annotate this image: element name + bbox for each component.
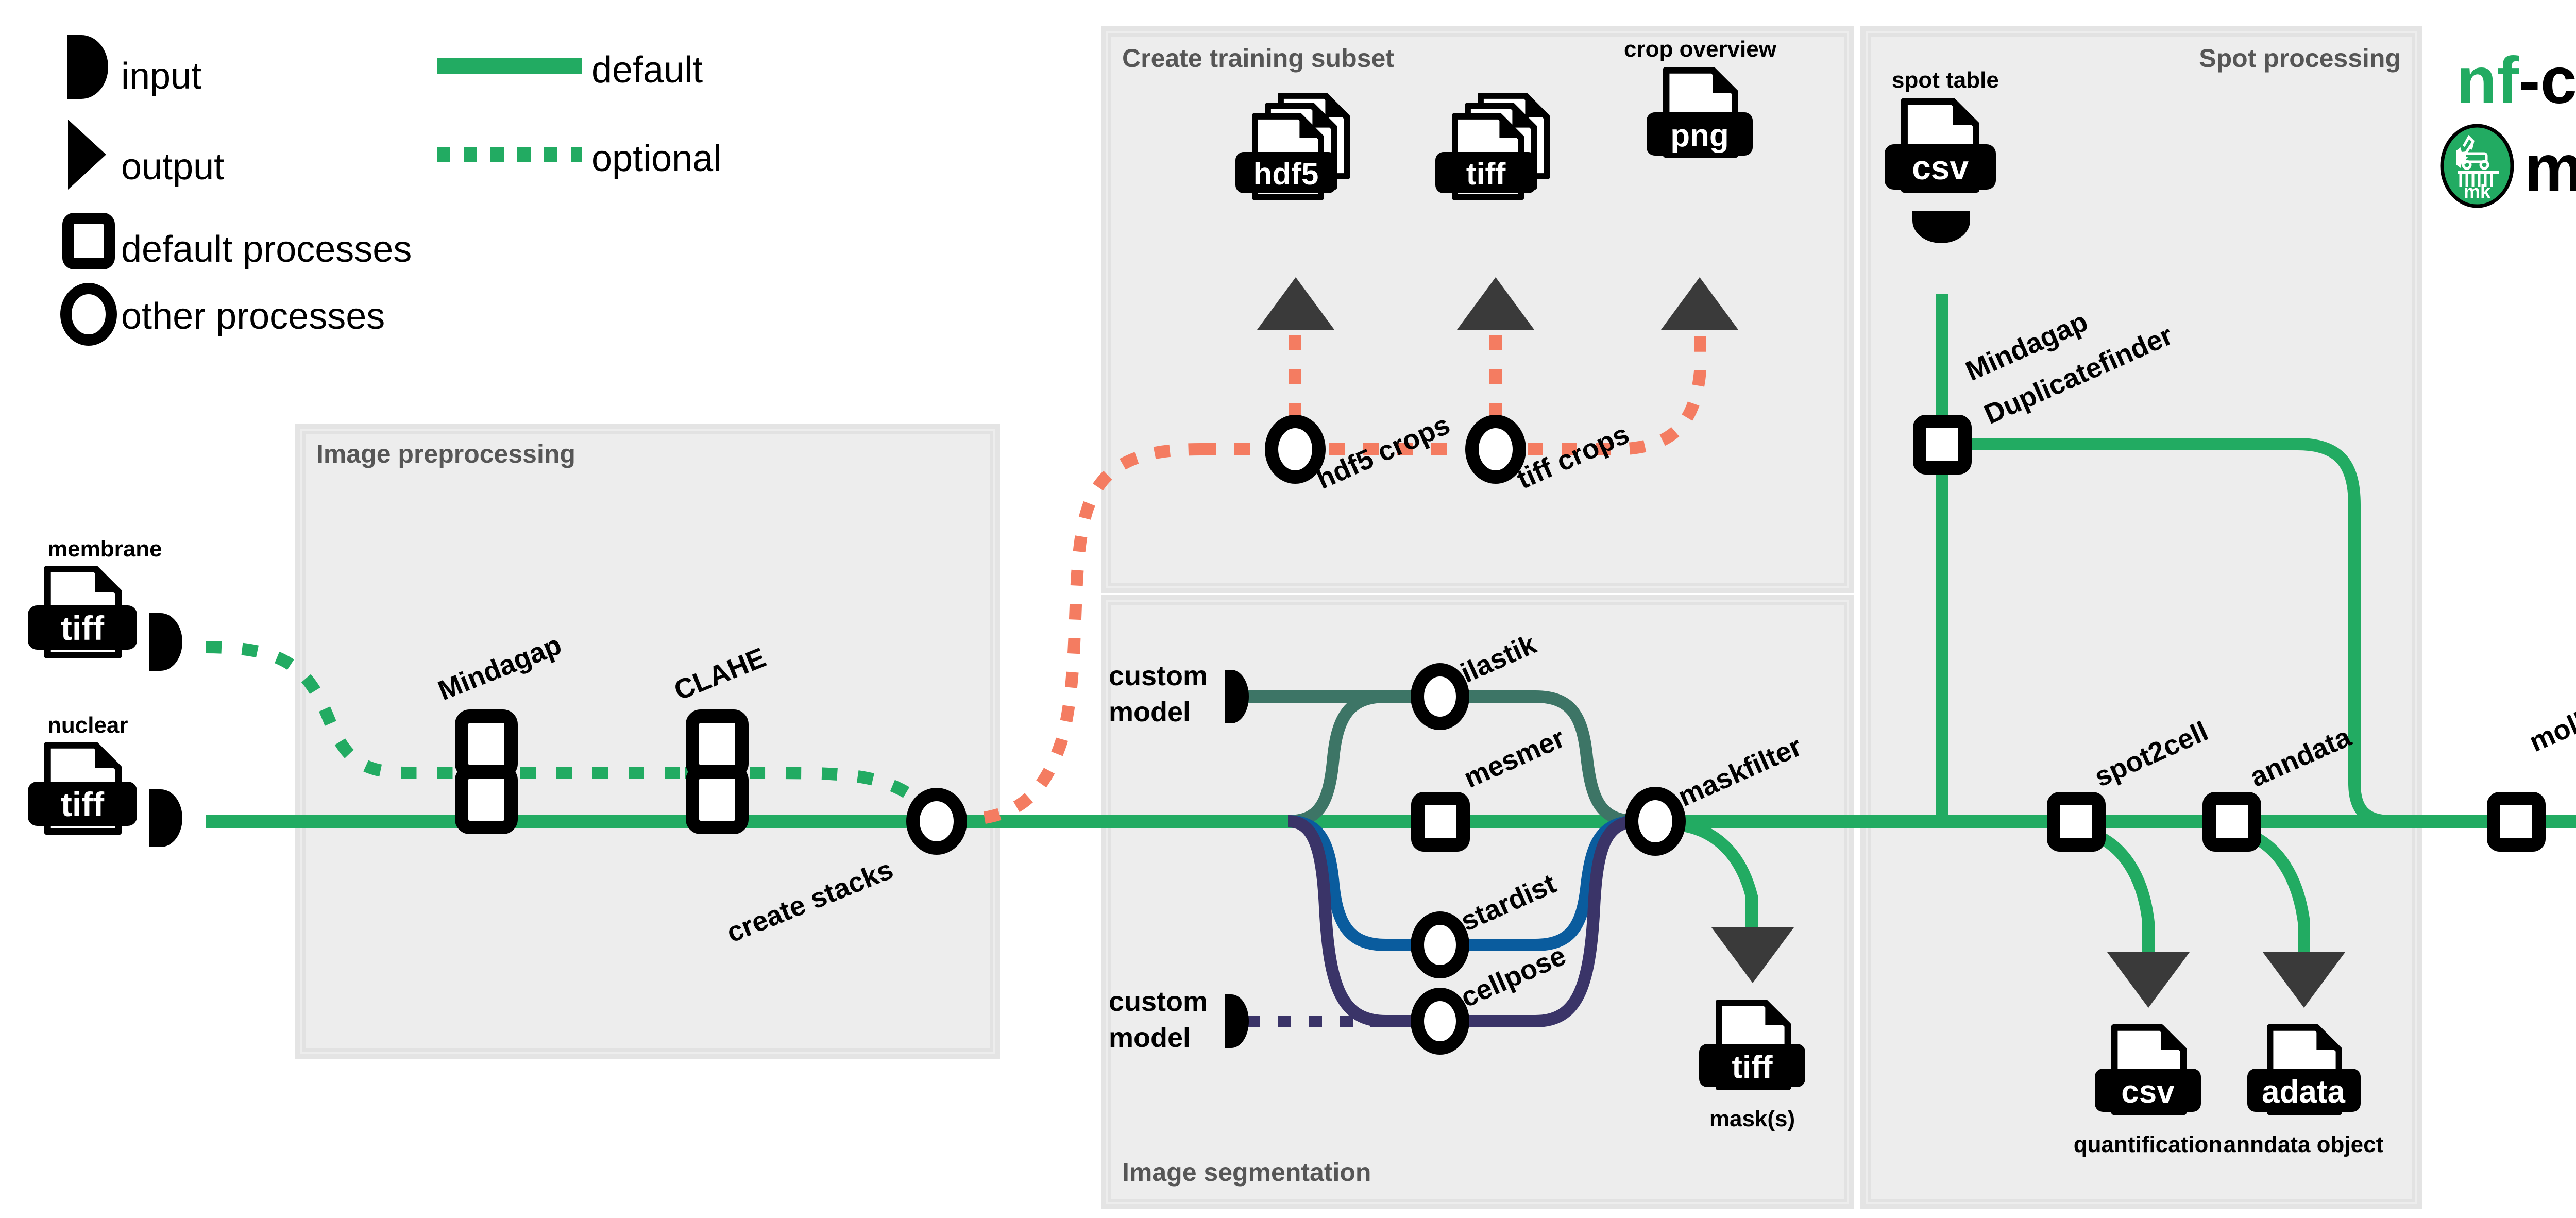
input-caption-custom-model-cellpose-line1: custom xyxy=(1109,986,1208,1017)
output-ext-crop-overview: png xyxy=(1670,118,1729,154)
input-caption-spot-table: spot table xyxy=(1892,67,1999,93)
output-ext-quantification: csv xyxy=(2121,1074,2175,1110)
input-ext-membrane: tiff xyxy=(61,609,105,647)
output-arrow-tiff-crops xyxy=(1457,277,1534,330)
input-connector-nuclear xyxy=(149,789,182,847)
input-caption-custom-model-ilastik-line2: model xyxy=(1109,697,1191,728)
input-shape-icon xyxy=(67,35,108,99)
legend-label-default-processes: default processes xyxy=(121,229,412,270)
legend-label-default-line: default xyxy=(591,49,703,91)
input-connector-custom-model-cellpose xyxy=(1225,994,1249,1048)
edge-tiffcrops-to-png xyxy=(1528,330,1706,455)
input-ext-spot-table: csv xyxy=(1912,148,1969,187)
input-connector-custom-model-ilastik xyxy=(1225,670,1249,723)
legend-label-other-processes: other processes xyxy=(121,296,385,337)
output-ext-hdf5: hdf5 xyxy=(1253,157,1319,191)
edge-cellpose xyxy=(1247,815,1639,1027)
panel-title: Image preprocessing xyxy=(316,439,575,468)
edge-duplicatefinder-branch xyxy=(1972,438,2391,827)
input-connector-spot-table xyxy=(1912,211,1970,243)
legend-label-input: input xyxy=(121,56,201,97)
logo-org-prefix: nf xyxy=(2456,44,2519,117)
output-caption-crop-overview: crop overview xyxy=(1624,37,1777,62)
legend: input output default processes other pro… xyxy=(60,35,721,346)
edge-maskfilter-to-mask xyxy=(1673,818,1758,927)
lawnmower-icon: mk xyxy=(2440,124,2514,208)
input-custom-model-ilastik: custom model xyxy=(1109,661,1249,728)
output-caption-quantification: quantification xyxy=(2074,1132,2222,1157)
output-file-crop-overview: crop overview png xyxy=(1624,37,1777,156)
output-file-tiff-crops: tiff xyxy=(1435,96,1547,197)
input-caption-nuclear: nuclear xyxy=(47,713,128,738)
output-file-anndata-object: adata anndata object xyxy=(2224,1027,2384,1157)
input-ext-nuclear: tiff xyxy=(61,785,105,823)
edge-create-stacks-to-crops xyxy=(950,443,1262,826)
output-file-hdf5: hdf5 xyxy=(1235,96,1347,197)
logo-nf-core-molkart: nf -core/ mk molkart xyxy=(2440,44,2576,208)
panel-image-preprocessing: Image preprocessing xyxy=(295,424,1000,1059)
legend-label-optional-line: optional xyxy=(591,138,721,179)
output-ext-masks: tiff xyxy=(1732,1050,1773,1085)
output-arrow-icon xyxy=(68,120,106,190)
output-arrow-masks xyxy=(1711,927,1794,983)
input-connector-membrane xyxy=(149,613,182,671)
output-caption-anndata-object: anndata object xyxy=(2224,1132,2384,1157)
output-arrow-anndata-object xyxy=(2263,952,2345,1008)
input-file-membrane: membrane tiff xyxy=(28,536,182,671)
output-ext-tiff-crops: tiff xyxy=(1466,157,1506,191)
input-file-spot-table: spot table csv xyxy=(1885,67,1999,243)
output-ext-anndata-object: adata xyxy=(2262,1074,2345,1110)
output-arrow-quantification xyxy=(2107,952,2190,1008)
panel-title: Spot processing xyxy=(2199,44,2401,73)
input-caption-custom-model-ilastik-line1: custom xyxy=(1109,661,1208,691)
input-custom-model-cellpose: custom model xyxy=(1109,986,1249,1053)
circle-shape-icon xyxy=(60,283,117,346)
input-caption-custom-model-cellpose-line2: model xyxy=(1109,1022,1191,1053)
output-caption-masks: mask(s) xyxy=(1709,1106,1795,1131)
input-file-nuclear: nuclear tiff xyxy=(28,713,182,847)
output-arrow-crop-overview xyxy=(1661,277,1738,330)
edge-ilastik xyxy=(1242,690,1639,827)
square-shape-icon xyxy=(62,213,115,269)
logo-pipeline: molkart xyxy=(2524,131,2576,205)
panel-title: Create training subset xyxy=(1122,44,1394,73)
legend-label-output: output xyxy=(121,146,224,188)
panel-spot-processing: Spot processing xyxy=(1860,26,2422,1209)
panel-title: Image segmentation xyxy=(1122,1158,1371,1187)
logo-badge-text: mk xyxy=(2464,181,2491,202)
input-caption-membrane: membrane xyxy=(47,536,162,562)
output-file-quantification: csv quantification xyxy=(2074,1027,2222,1157)
output-arrow-hdf5 xyxy=(1257,277,1334,330)
output-file-masks: tiff mask(s) xyxy=(1699,1003,1805,1131)
logo-org-suffix: -core/ xyxy=(2518,44,2576,117)
